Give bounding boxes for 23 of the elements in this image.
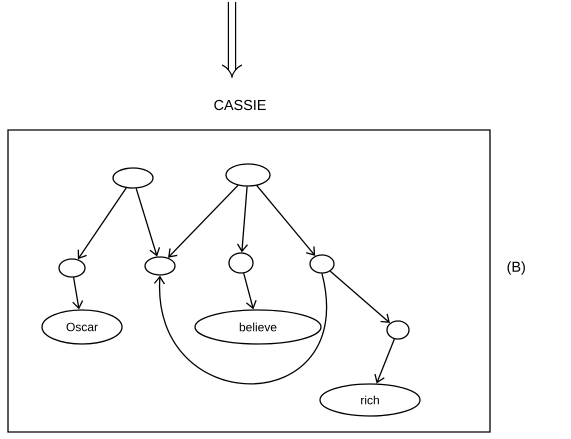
label-oval: rich: [319, 383, 421, 417]
node-oval: [112, 167, 154, 189]
arrow: [78, 188, 127, 260]
frame-box: [7, 129, 491, 433]
node-oval: [225, 163, 271, 187]
label-oval: Oscar: [41, 309, 123, 345]
arrow: [154, 274, 328, 384]
arrow: [236, 186, 248, 252]
side-label: (B): [508, 261, 525, 275]
node-oval: [144, 256, 176, 276]
arrow: [330, 270, 390, 324]
node-oval: [58, 258, 86, 278]
node-oval: [309, 254, 335, 274]
title-label: CASSIE: [214, 100, 266, 110]
arrow: [72, 277, 84, 310]
arrow: [256, 185, 316, 256]
arrow: [374, 338, 395, 384]
arrow: [243, 273, 257, 310]
arrow: [136, 188, 160, 257]
arrow: [168, 184, 238, 258]
node-oval: [228, 252, 254, 274]
label-oval: believe: [194, 309, 322, 345]
node-oval: [386, 320, 410, 340]
